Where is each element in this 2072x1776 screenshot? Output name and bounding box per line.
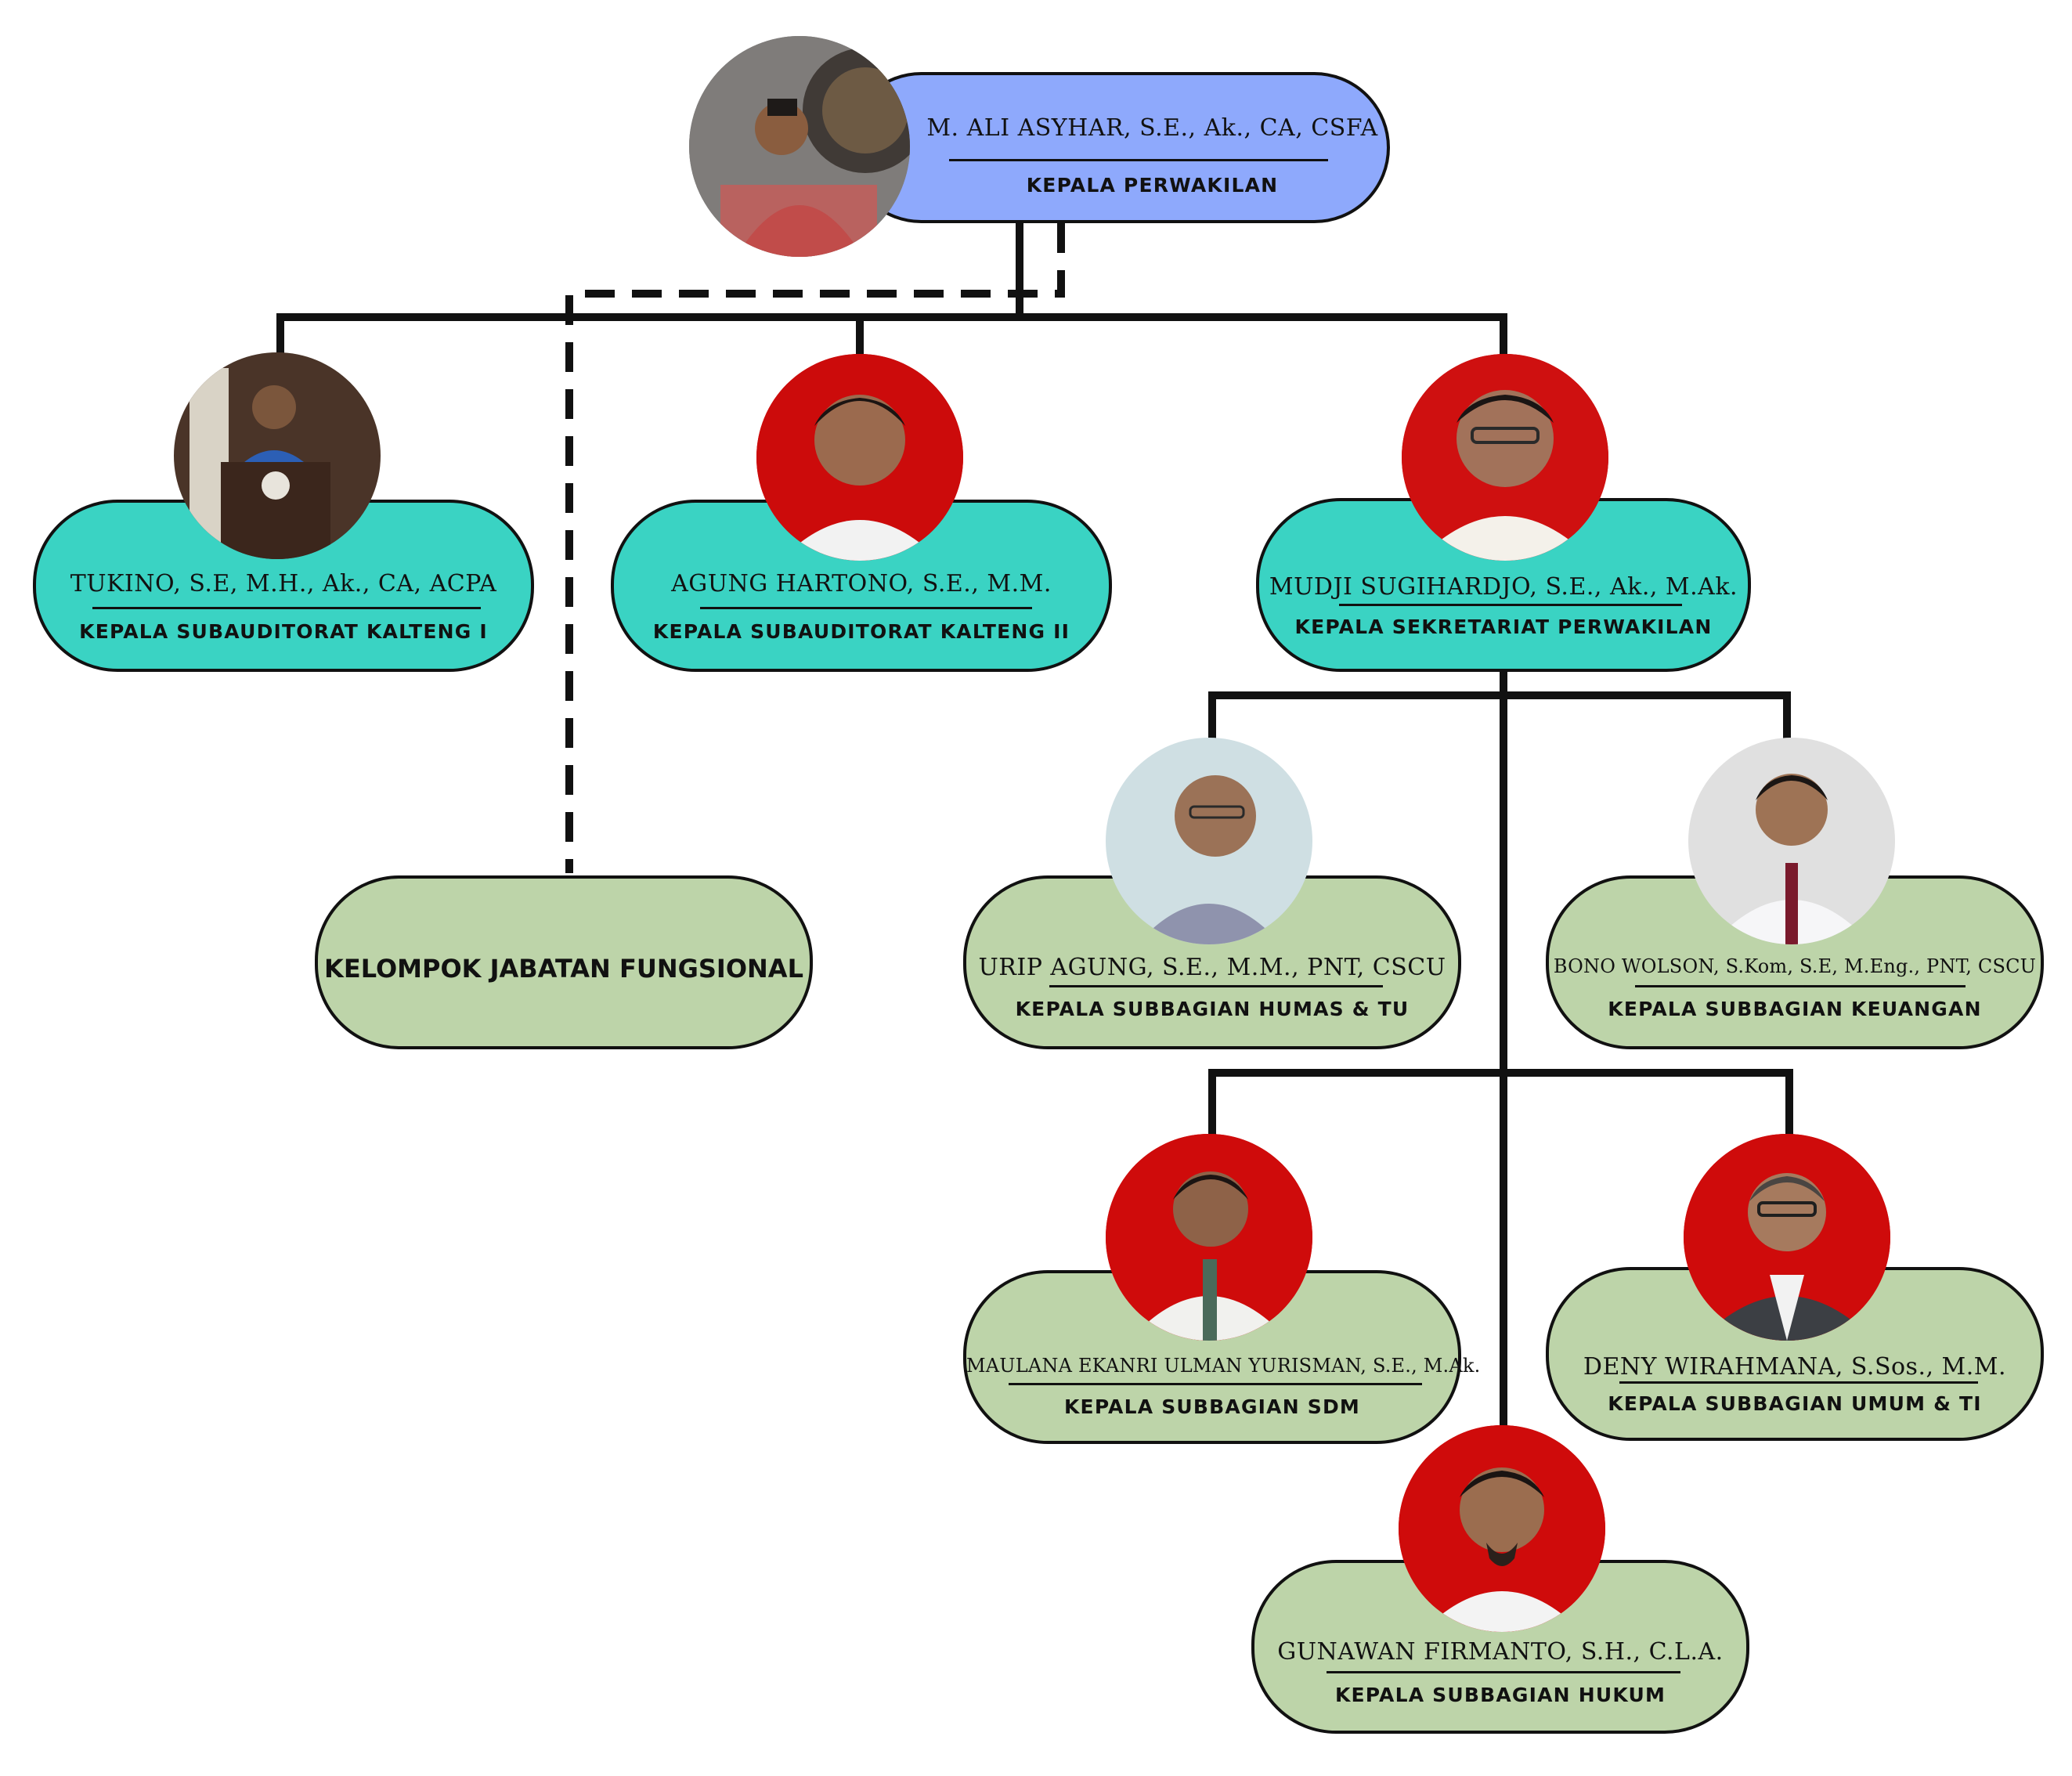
node-kelompok-jabatan-fungsional: KELOMPOK JABATAN FUNGSIONAL	[315, 875, 813, 1049]
node-name: DENY WIRAHMANA, S.Sos., M.M.	[1583, 1353, 2007, 1381]
node-name: AGUNG HARTONO, S.E., M.M.	[671, 570, 1052, 597]
name-underline	[949, 159, 1328, 161]
connector-fungsional-dashed	[565, 223, 1065, 873]
portrait-photo-icon	[756, 354, 963, 561]
node-subbagian-hukum: GUNAWAN FIRMANTO, S.H., C.L.A. KEPALA SU…	[1251, 1560, 1749, 1734]
node-title: KEPALA SUBAUDITORAT KALTENG I	[79, 620, 488, 643]
name-underline	[1635, 985, 1966, 987]
portrait-photo-icon	[1688, 738, 1895, 944]
group-label: KELOMPOK JABATAN FUNGSIONAL	[324, 954, 803, 984]
node-title: KEPALA SEKRETARIAT PERWAKILAN	[1294, 615, 1713, 638]
node-title: KEPALA SUBBAGIAN HUKUM	[1334, 1684, 1666, 1706]
portrait-photo-icon	[689, 36, 910, 257]
node-kepala-perwakilan: M. ALI ASYHAR, S.E., Ak., CA, CSFA KEPAL…	[846, 72, 1390, 223]
name-underline	[92, 607, 481, 609]
portrait-photo-icon	[1106, 738, 1312, 944]
node-name: MUDJI SUGIHARDJO, S.E., Ak., M.Ak.	[1269, 573, 1738, 601]
portrait-photo-icon	[174, 352, 381, 559]
node-title: KEPALA SUBAUDITORAT KALTENG II	[652, 620, 1070, 643]
node-name: TUKINO, S.E, M.H., Ak., CA, ACPA	[70, 570, 497, 597]
portrait-photo-icon	[1402, 354, 1608, 561]
portrait-photo-icon	[1399, 1425, 1605, 1632]
portrait-photo-icon	[1684, 1134, 1890, 1341]
node-name: URIP AGUNG, S.E., M.M., PNT, CSCU	[978, 954, 1446, 981]
node-name: M. ALI ASYHAR, S.E., Ak., CA, CSFA	[926, 114, 1378, 142]
name-underline	[1009, 1383, 1422, 1385]
node-title: KEPALA SUBBAGIAN UMUM & TI	[1608, 1392, 1982, 1415]
node-sekretariat-perwakilan: MUDJI SUGIHARDJO, S.E., Ak., M.Ak. KEPAL…	[1256, 498, 1751, 672]
name-underline	[700, 607, 1032, 609]
name-underline	[1327, 1671, 1680, 1673]
node-name: GUNAWAN FIRMANTO, S.H., C.L.A.	[1277, 1638, 1724, 1666]
name-underline	[1049, 985, 1383, 987]
node-name: MAULANA EKANRI ULMAN YURISMAN, S.E., M.A…	[966, 1355, 1481, 1377]
node-name: BONO WOLSON, S.Kom, S.E, M.Eng., PNT, CS…	[1553, 955, 2037, 977]
name-underline	[1619, 1381, 1978, 1384]
node-title: KEPALA SUBBAGIAN HUMAS & TU	[1015, 998, 1410, 1020]
name-underline	[1339, 604, 1682, 606]
node-title: KEPALA SUBBAGIAN KEUANGAN	[1608, 998, 1982, 1020]
node-title: KEPALA PERWAKILAN	[1026, 174, 1279, 197]
node-title: KEPALA SUBBAGIAN SDM	[1063, 1395, 1360, 1418]
portrait-photo-icon	[1106, 1134, 1312, 1341]
node-subauditorat-kalteng-2: AGUNG HARTONO, S.E., M.M. KEPALA SUBAUDI…	[611, 500, 1112, 672]
